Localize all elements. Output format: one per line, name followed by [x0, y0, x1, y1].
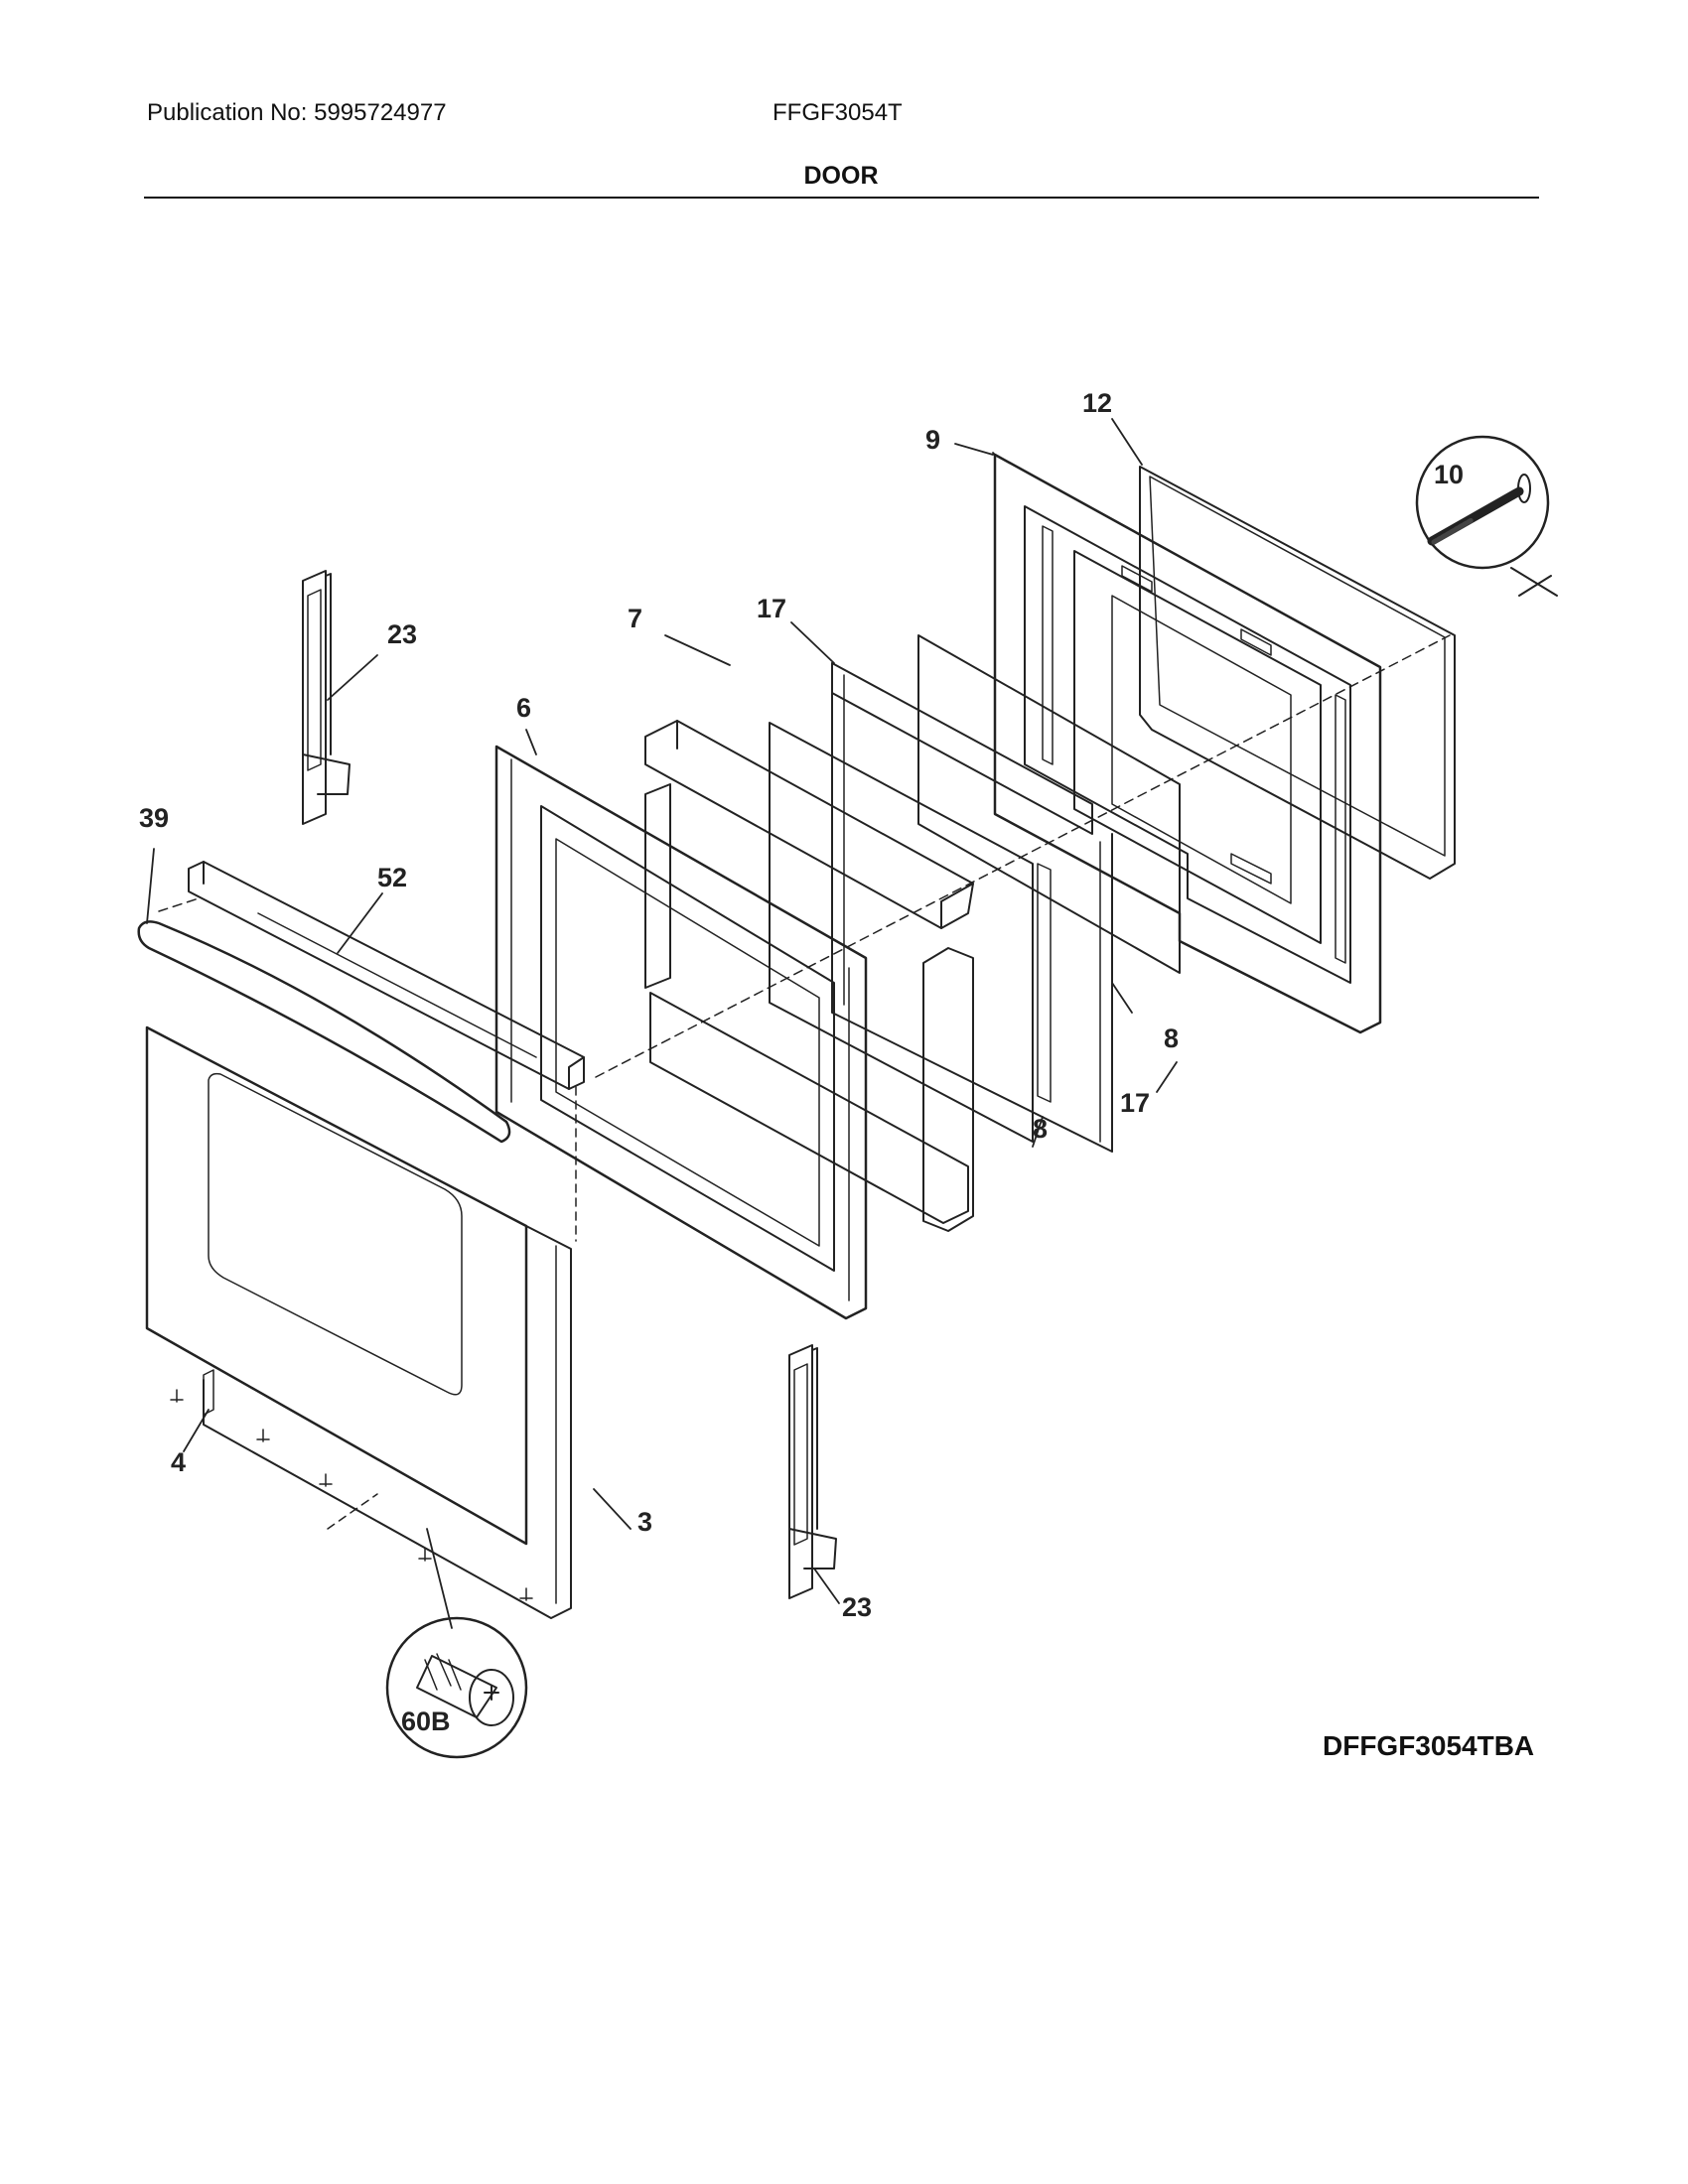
part-glass-panel-rear — [917, 634, 1181, 974]
callout-10: 10 — [1434, 460, 1464, 489]
part-screw-detail — [385, 1616, 528, 1759]
part-door-gasket — [1139, 466, 1456, 880]
callout-7: 7 — [628, 604, 642, 633]
callout-52: 52 — [377, 863, 407, 892]
part-door-handle — [137, 920, 511, 1144]
publication-number: Publication No: 5995724977 — [147, 99, 447, 126]
leader-lines — [146, 418, 1178, 1629]
part-door-hinge-lower — [788, 1344, 837, 1599]
callout-23-upper: 23 — [387, 619, 417, 649]
callout-17-top: 17 — [757, 594, 786, 623]
part-door-hinge-upper — [302, 570, 351, 825]
callout-23-lower: 23 — [842, 1592, 872, 1622]
section-title: DOOR — [803, 162, 879, 190]
part-door-insulation — [644, 720, 974, 1232]
callout-8-front: 8 — [1033, 1114, 1048, 1144]
part-gasket-clip-detail — [1415, 435, 1558, 597]
callout-17-bottom: 17 — [1120, 1088, 1150, 1118]
part-handle-trim — [188, 861, 585, 1090]
part-outer-door-panel — [145, 1025, 572, 1619]
part-inner-door-liner — [993, 453, 1382, 1034]
part-glass-panel-front — [769, 722, 1034, 1143]
callout-9: 9 — [925, 425, 940, 455]
callout-4: 4 — [171, 1447, 186, 1477]
assembly-axis-line — [158, 634, 1451, 1078]
callout-3: 3 — [637, 1507, 652, 1537]
callout-39: 39 — [139, 803, 169, 833]
callout-6: 6 — [516, 693, 531, 723]
callout-60b: 60B — [401, 1706, 451, 1736]
part-lower-trim — [170, 1369, 533, 1601]
model-number: FFGF3054T — [773, 99, 903, 126]
callout-8-rear: 8 — [1164, 1024, 1179, 1053]
diagram-id: DFFGF3054TBA — [1323, 1730, 1535, 1761]
hinge-axis-line — [327, 1086, 577, 1530]
header-rule — [144, 197, 1539, 199]
callout-12: 12 — [1082, 388, 1112, 418]
